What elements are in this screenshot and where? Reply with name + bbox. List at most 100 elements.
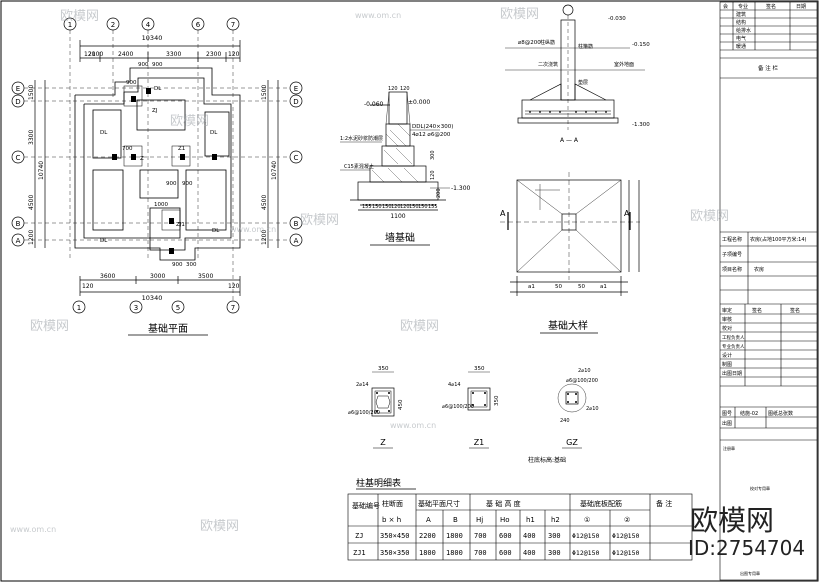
axis-label: 7 <box>231 304 235 312</box>
wall-dim: 150 <box>409 204 419 210</box>
axis-label: 4 <box>146 21 151 29</box>
tb-role: 专业负责人 <box>722 343 745 350</box>
table-subheader: b × h <box>382 516 401 524</box>
tb-role: 设计 <box>722 352 732 359</box>
wall-dim: 120 <box>430 170 436 180</box>
wall-dim: 150 <box>372 204 382 210</box>
tb-sheet-total: 图纸总张数 <box>768 410 793 417</box>
table-subheader: B <box>453 516 458 524</box>
tb-sheet-no: 图号 <box>722 411 732 417</box>
detail-dim: a1 <box>528 284 535 290</box>
wall-bars: 4⌀12 ⌀6@200 <box>412 132 451 138</box>
table-subheader: h2 <box>551 516 560 524</box>
axis-label: C <box>294 154 299 162</box>
small-dim: 700 <box>122 146 133 152</box>
tb-notes: 备 注 栏 <box>758 64 778 72</box>
table-cell: 700 <box>474 549 487 557</box>
footing-texts: ⌀8@200 -0.030 -0.150 -1.300 柱纵筋 柱箍筋 二次浇筑… <box>500 16 650 334</box>
table-header: 基础底板配筋 <box>580 499 622 508</box>
plan-overall-dim-bottom: 10340 <box>142 294 163 302</box>
small-dim: 900 <box>138 62 149 68</box>
watermark-url: www.om.cn <box>355 11 401 20</box>
watermark-brand: 欧模网 <box>300 213 339 228</box>
tb-role-header: 签名 <box>752 307 762 314</box>
tb-item: 项目名称 <box>722 266 742 273</box>
table-cell: Φ12@150 <box>612 549 639 557</box>
col-label: Z <box>140 156 144 162</box>
section-mark: A <box>500 209 506 218</box>
small-dim: 300 <box>186 262 197 268</box>
small-dim: 1000 <box>154 202 168 208</box>
table-cell: ZJ <box>355 532 363 540</box>
table-cell: Φ12@150 <box>572 532 599 540</box>
watermark-brand: 欧模网 <box>690 209 729 224</box>
col-label: ZJ1 <box>176 222 185 228</box>
col-z1-dim: 350 <box>474 366 485 372</box>
watermark-brand: 欧模网 <box>60 9 99 24</box>
detail-label: 二次浇筑 <box>538 61 558 68</box>
col-z1-dim-side: 350 <box>494 395 500 406</box>
beam-label: DL <box>210 130 218 136</box>
detail-label: 柱箍筋 <box>578 43 593 50</box>
table-cell: 400 <box>523 532 536 540</box>
left-dim: 1500 <box>28 85 35 100</box>
plan-texts: 10340 10340 120 2100 2400 3300 2300 120 … <box>15 21 299 336</box>
axis-label: 5 <box>176 304 180 312</box>
table-subheader: ① <box>584 516 590 524</box>
wall-elev-bottom: -1.300 <box>451 185 471 192</box>
table-cell: 300 <box>548 532 561 540</box>
right-dim: 4500 <box>261 195 268 210</box>
footing-detail <box>500 4 645 296</box>
table-subheader: A <box>426 516 431 524</box>
axis-label: E <box>294 85 298 93</box>
top-dim: 3300 <box>166 51 181 58</box>
tb-sheet-val: 结施-02 <box>740 410 758 417</box>
table-subheader: Hj <box>476 516 483 524</box>
left-dim: 3300 <box>28 130 35 145</box>
tb-role: 出图日期 <box>722 370 742 377</box>
axis-label: 1 <box>77 304 81 312</box>
wall-texts: ±0.000 -0.060 1:2水泥砂浆防潮层 C15素混凝土 DDL(240… <box>340 86 471 246</box>
col-gz-bars: 2⌀10 <box>578 368 591 374</box>
tb-role: 制图 <box>722 361 732 368</box>
detail-label: 室外地面 <box>614 61 634 68</box>
left-dim: 10740 <box>38 161 45 180</box>
axis-label: D <box>293 98 298 106</box>
tb-role: 审核 <box>722 316 732 323</box>
axis-label: 7 <box>231 21 235 29</box>
table-header: 柱断面 <box>382 499 403 508</box>
tb-role-header: 签名 <box>790 307 800 314</box>
small-dim: 900 <box>182 181 193 187</box>
wall-elev-top: ±0.000 <box>408 99 430 106</box>
col-z1-stir: ⌀6@100/200 <box>442 404 474 410</box>
wall-elev-ground: -0.060 <box>364 101 384 108</box>
table-subheader: Ho <box>500 516 510 524</box>
detail-dim: 50 <box>555 284 562 290</box>
detail-elev: -0.030 <box>608 16 626 22</box>
top-dim: 2400 <box>118 51 133 58</box>
beam-label: DL <box>212 228 220 234</box>
watermark-brand-large: 欧模网 <box>690 504 774 537</box>
beam-label: DL <box>100 130 108 136</box>
col-gz-name: GZ <box>566 438 578 447</box>
beam-label: DL <box>100 238 108 244</box>
table-header: 基础编号 <box>352 501 380 510</box>
tb-text: 建筑 <box>736 11 746 18</box>
axis-label: B <box>16 220 21 228</box>
wall-dim: 155 <box>362 204 372 210</box>
col-gz-bars-bot: 2⌀10 <box>586 406 599 412</box>
tb-text: 日期 <box>796 4 806 10</box>
wall-dim: 120 <box>400 204 410 210</box>
col-gz-dim: 240 <box>560 418 570 424</box>
table-cell: Φ12@150 <box>572 549 599 557</box>
col-z1-name: Z1 <box>474 438 485 447</box>
tb-stamp: 校对专用章 <box>750 485 770 491</box>
bottom-dim: 120 <box>82 283 94 290</box>
right-dim: 1500 <box>261 85 268 100</box>
tb-sheet-label: 出图 <box>722 420 732 427</box>
watermarks: 欧模网 欧模网 欧模网 欧模网 欧模网 欧模网 欧模网 欧模网 www.om.c… <box>10 7 805 560</box>
table-cell: 600 <box>499 549 512 557</box>
title-block <box>719 1 818 581</box>
